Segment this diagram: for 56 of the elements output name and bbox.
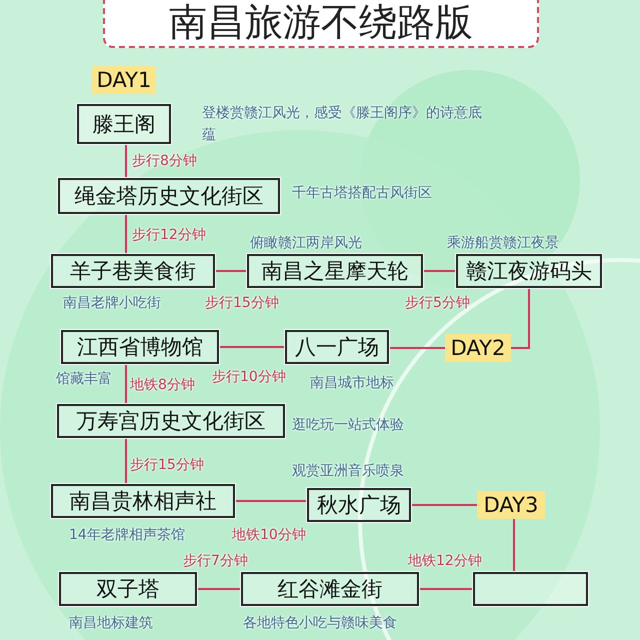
description-text: 馆藏丰富	[56, 370, 112, 388]
place-name: 南昌之星摩天轮	[262, 258, 408, 285]
connector-line	[235, 500, 307, 502]
day-label: DAY3	[484, 493, 538, 517]
place-name: 滕王阁	[92, 111, 156, 138]
travel-time-label: 步行15分钟	[205, 294, 279, 312]
travel-time-label: 步行15分钟	[130, 456, 204, 474]
place-box	[473, 572, 588, 606]
title-text: 南昌旅游不绕路版	[169, 0, 473, 46]
place-name: 八一广场	[295, 334, 379, 361]
description-text: 14年老牌相声茶馆	[69, 526, 185, 544]
description-text: 南昌城市地标	[310, 374, 394, 392]
place-name: 秋水广场	[317, 492, 401, 519]
connector-line	[389, 347, 445, 349]
description-text: 俯瞰赣江两岸风光	[250, 234, 362, 252]
travel-time-label: 地铁8分钟	[130, 376, 195, 394]
connector-line	[125, 438, 127, 484]
connector-line	[125, 144, 127, 178]
connector-line	[513, 519, 515, 572]
travel-time-label: 地铁12分钟	[408, 552, 482, 570]
day-tag	[477, 491, 545, 519]
travel-time-label: 步行10分钟	[212, 368, 286, 386]
description-text: 逛吃玩一站式体验	[292, 416, 404, 434]
connector-line	[197, 588, 241, 590]
place-name: 赣江夜游码头	[466, 258, 592, 285]
place-name: 绳金塔历史文化街区	[74, 183, 264, 210]
travel-time-label: 步行8分钟	[132, 152, 197, 170]
description-text: 观赏亚洲音乐喷泉	[292, 462, 404, 480]
connector-line	[219, 346, 285, 348]
connector-line	[511, 288, 530, 349]
day-tag	[445, 334, 511, 362]
connector-line	[411, 504, 477, 506]
travel-time-label: 地铁10分钟	[232, 526, 306, 544]
place-name: 红谷滩金街	[278, 576, 382, 603]
place-name: 万寿宫历史文化街区	[76, 408, 266, 435]
travel-time-label: 步行5分钟	[405, 294, 470, 312]
day-label: DAY1	[96, 68, 152, 92]
connector-line	[423, 270, 456, 272]
travel-time-label: 步行7分钟	[183, 552, 248, 570]
description-text: 乘游船赏赣江夜景	[447, 234, 559, 252]
description-text: 千年古塔搭配古风街区	[292, 184, 432, 202]
day-label: DAY2	[450, 336, 506, 360]
day-tag	[92, 66, 156, 94]
connector-line	[125, 364, 127, 404]
description-text: 南昌地标建筑	[69, 614, 153, 632]
connector-line	[125, 214, 127, 254]
place-name: 江西省博物馆	[77, 334, 203, 361]
description-text: 南昌老牌小吃街	[63, 294, 161, 312]
travel-time-label: 步行12分钟	[132, 226, 206, 244]
connector-line	[419, 588, 473, 590]
place-name: 双子塔	[96, 576, 160, 603]
place-name: 南昌贵林相声社	[70, 488, 216, 515]
description-text: 登楼赏赣江风光，感受《滕王阁序》的诗意底蕴	[202, 104, 482, 145]
description-text: 各地特色小吃与赣味美食	[243, 614, 397, 632]
connector-line	[215, 270, 247, 272]
place-name: 羊子巷美食街	[70, 258, 196, 285]
